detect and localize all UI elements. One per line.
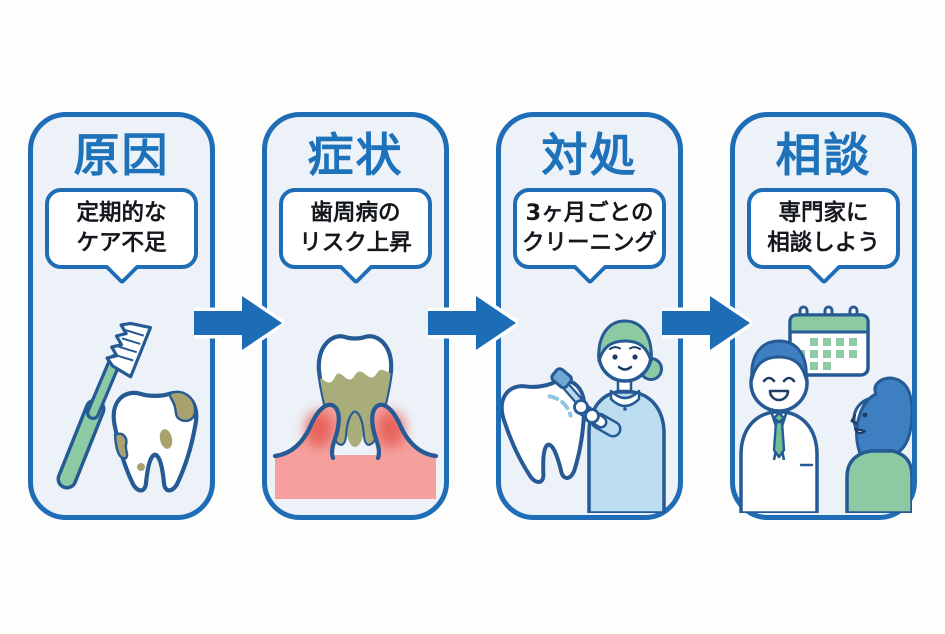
- step-title: 症状: [307, 128, 404, 182]
- speech-bubble: 定期的な ケア不足: [33, 187, 210, 286]
- flow-arrow-icon: [662, 293, 752, 353]
- bubble-text-line: 歯周病の: [310, 199, 401, 226]
- toothbrush-and-decayed-tooth-icon: [56, 321, 199, 493]
- step-card-cause: 原因 定期的な ケア不足: [28, 112, 215, 520]
- speech-bubble: 歯周病の リスク上昇: [267, 187, 444, 286]
- doctor-patient-consultation-icon: [739, 305, 912, 513]
- dental-hygienist-polishing-tooth-icon: [501, 319, 666, 513]
- step-flow: 原因 定期的な ケア不足: [28, 112, 917, 520]
- step-title: 相談: [775, 128, 872, 182]
- flow-arrow-icon: [428, 293, 518, 353]
- step-card-consult: 相談 専門家に 相談しよう: [730, 112, 917, 520]
- step-title: 原因: [73, 128, 170, 182]
- bubble-text-line: クリーニング: [521, 229, 657, 256]
- tooth-with-inflamed-gums-icon: [272, 334, 439, 499]
- step-card-treatment: 対処 3ヶ月ごとの クリーニング: [496, 112, 683, 520]
- bubble-text-line: 専門家に: [778, 199, 869, 226]
- bubble-text-line: 3ヶ月ごとの: [525, 199, 654, 226]
- step-title: 対処: [541, 128, 638, 182]
- step-card-symptom: 症状 歯周病の リスク上昇: [262, 112, 449, 520]
- speech-bubble: 3ヶ月ごとの クリーニング: [501, 187, 678, 286]
- speech-bubble: 専門家に 相談しよう: [735, 187, 912, 286]
- bubble-text-line: リスク上昇: [299, 229, 412, 256]
- bubble-text-line: 相談しよう: [767, 229, 880, 256]
- flow-arrow-icon: [194, 293, 284, 353]
- bubble-text-line: 定期的な: [76, 199, 167, 226]
- bubble-text-line: ケア不足: [76, 229, 167, 256]
